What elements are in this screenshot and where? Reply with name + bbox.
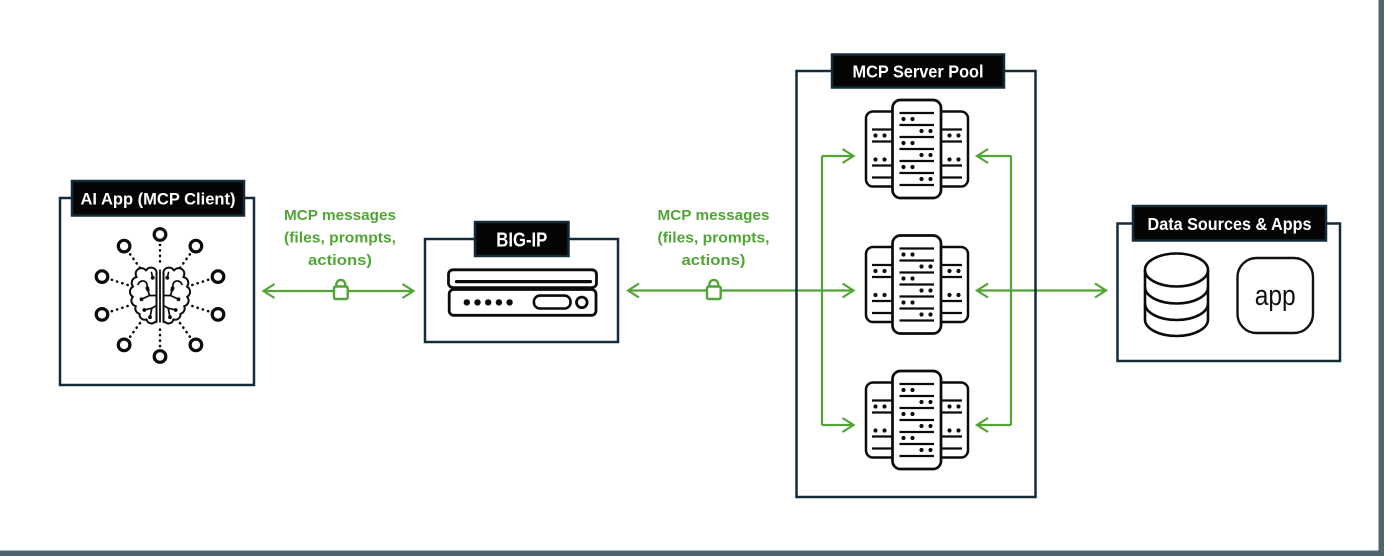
svg-text:app: app: [1255, 280, 1296, 312]
svg-text:BIG-IP: BIG-IP: [496, 229, 547, 251]
svg-text:actions): actions): [682, 252, 746, 269]
svg-text:MCP messages: MCP messages: [284, 207, 396, 224]
svg-text:AI App (MCP Client): AI App (MCP Client): [81, 190, 236, 209]
svg-text:(files, prompts,: (files, prompts,: [284, 230, 396, 247]
svg-text:actions): actions): [308, 252, 372, 269]
svg-text:MCP messages: MCP messages: [658, 207, 770, 224]
svg-text:MCP Server Pool: MCP Server Pool: [853, 61, 984, 81]
svg-text:Data Sources & Apps: Data Sources & Apps: [1148, 214, 1312, 234]
svg-text:(files, prompts,: (files, prompts,: [658, 230, 770, 247]
